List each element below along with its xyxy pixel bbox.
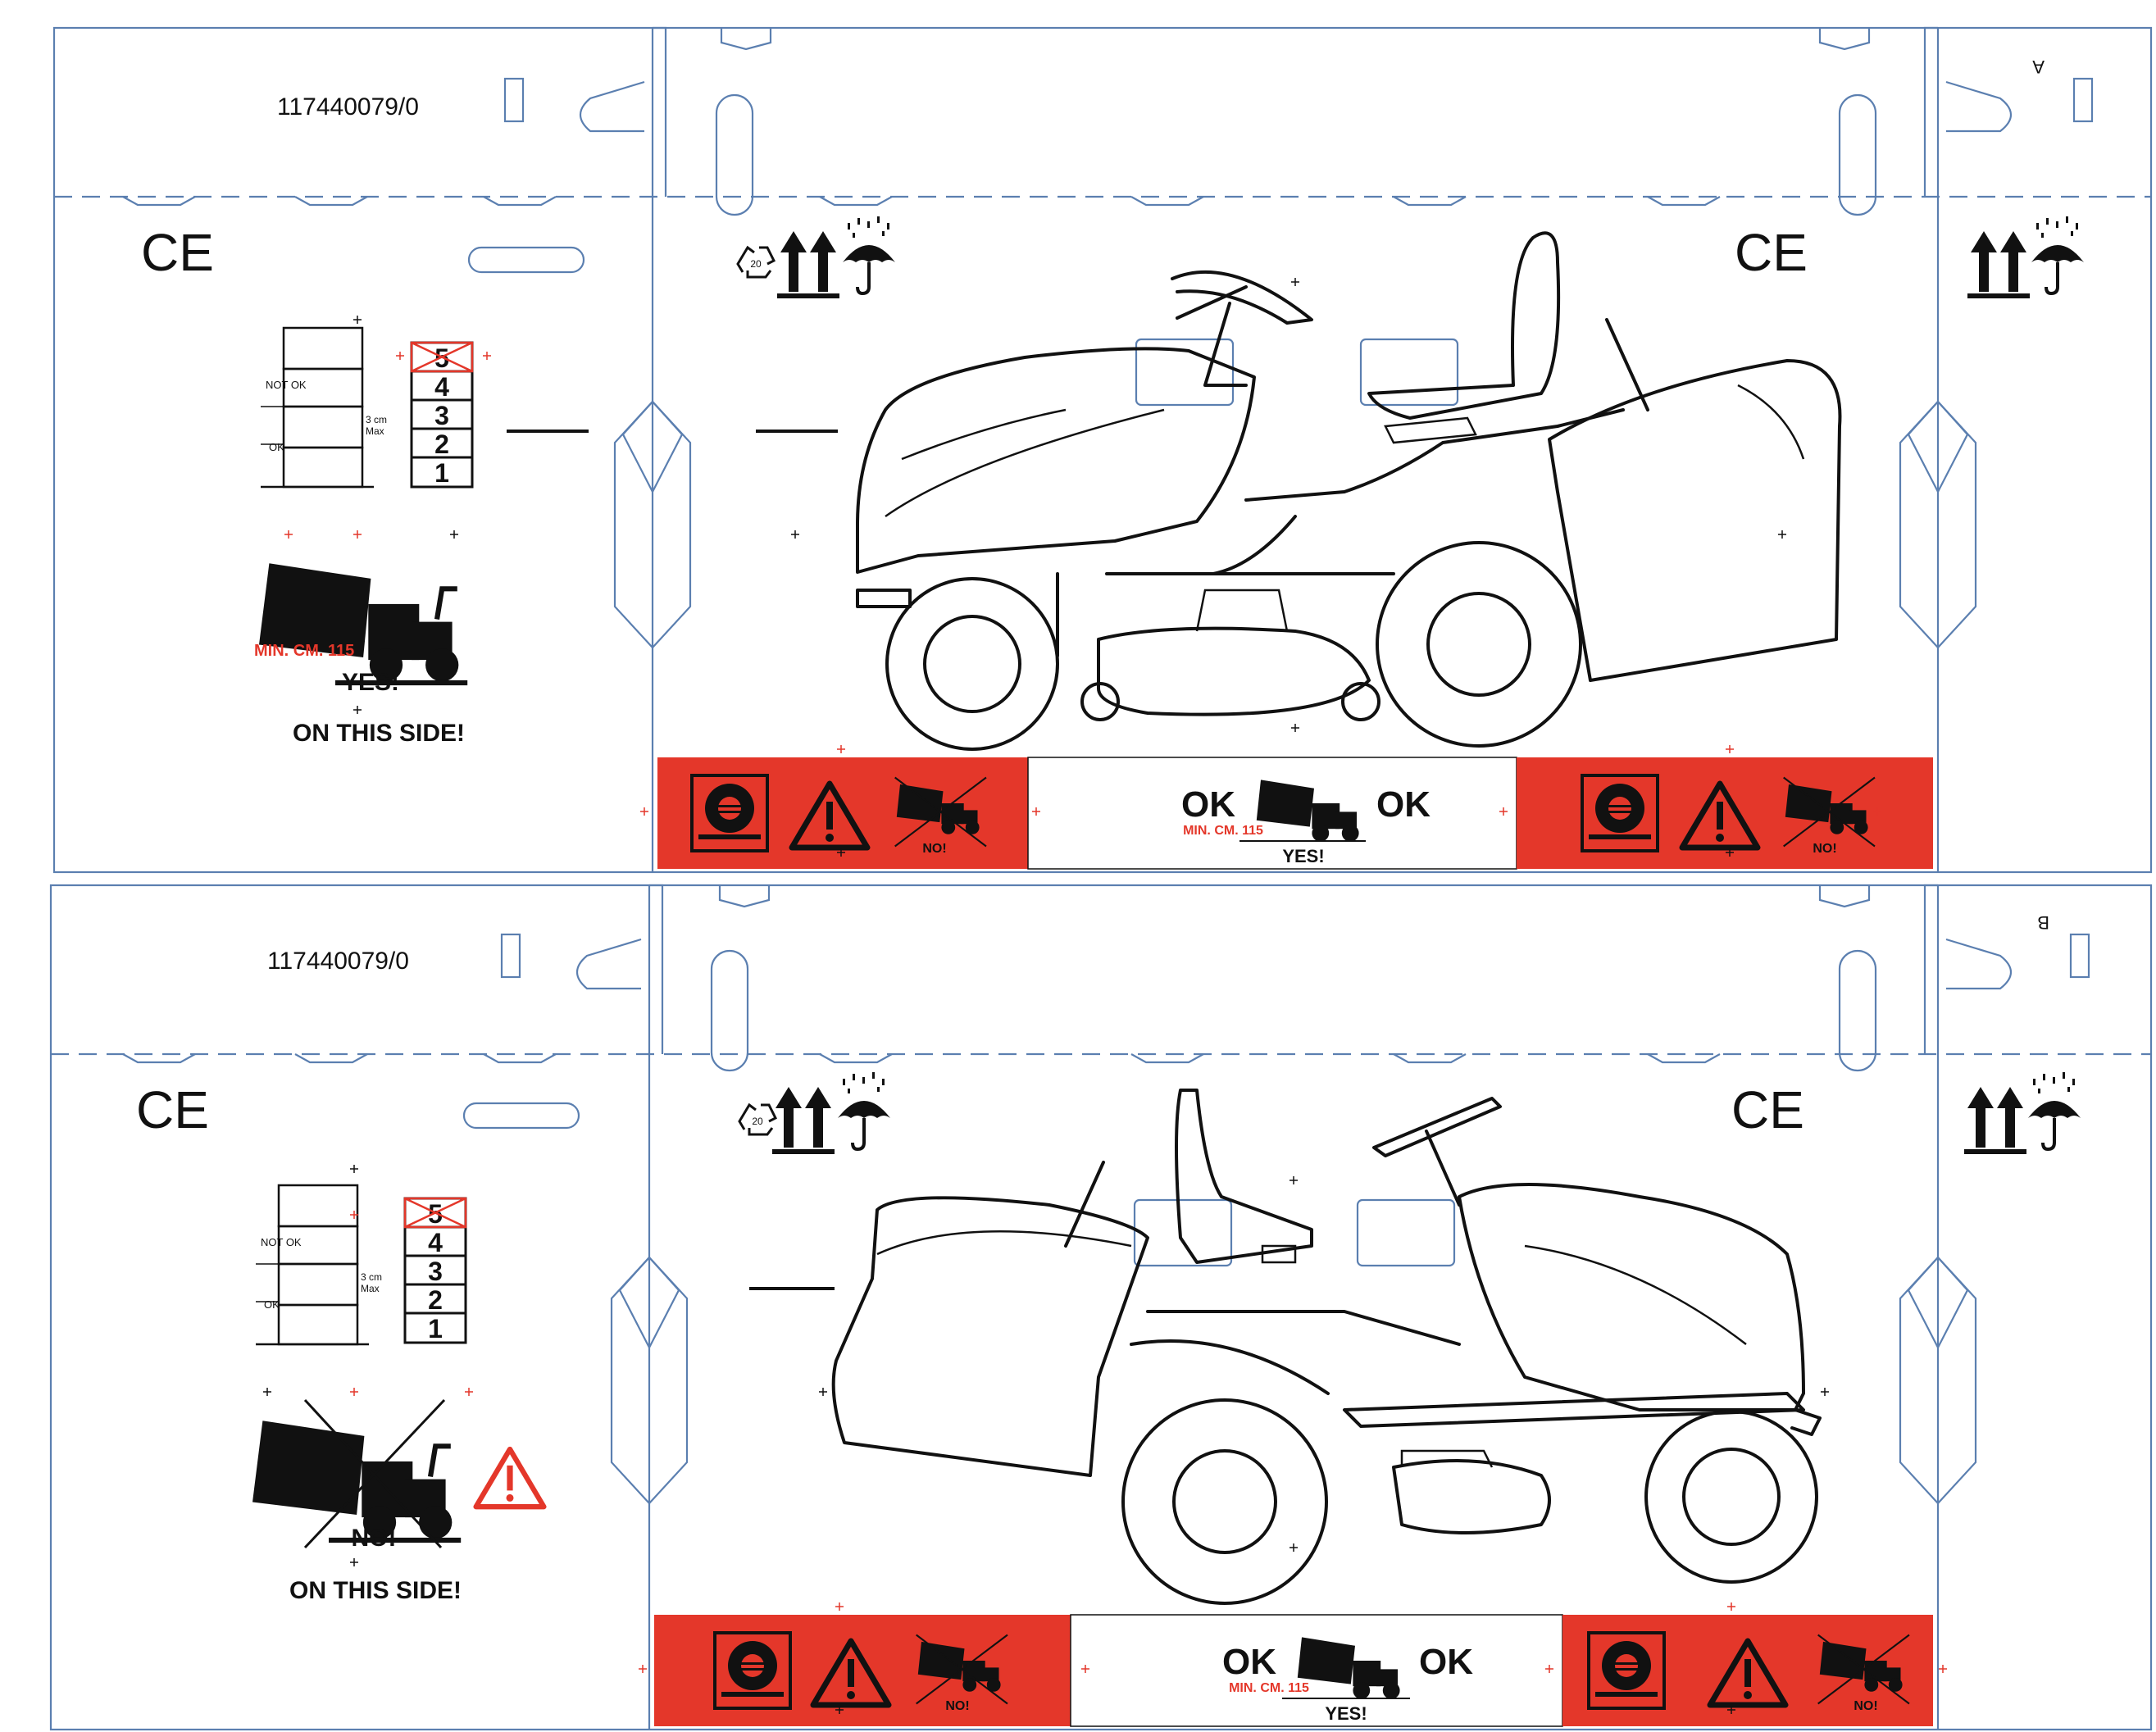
panel-letter: B — [2037, 912, 2049, 933]
ce-mark-icon: CE — [1731, 1080, 1804, 1139]
recycle-icon: 20 — [738, 1103, 777, 1136]
stacking-diagram: NOT OK OK 3 cm Max — [254, 1184, 382, 1346]
svg-text:OK: OK — [264, 1298, 280, 1311]
panel-b: 117440079/0 B CE CE NOT OK OK 3 cm Max 5… — [49, 884, 2153, 1731]
svg-text:NO!: NO! — [1854, 1699, 1877, 1713]
prohibited-cross — [303, 1398, 446, 1549]
keep-dry-icon — [2026, 1071, 2082, 1151]
svg-text:5: 5 — [428, 1199, 443, 1229]
svg-text:OK: OK — [1419, 1642, 1473, 1682]
svg-text:4: 4 — [428, 1228, 443, 1257]
lawn-tractor-illustration — [831, 1089, 1822, 1605]
forklift-icon — [259, 563, 467, 685]
panel-b-outline — [49, 884, 2153, 1731]
svg-text:1: 1 — [428, 1314, 443, 1343]
svg-text:2: 2 — [434, 430, 449, 459]
svg-text:3 cm: 3 cm — [361, 1271, 382, 1283]
svg-text:1: 1 — [434, 458, 449, 488]
svg-text:20: 20 — [750, 258, 762, 270]
panel-letter: A — [2032, 57, 2045, 77]
ce-mark-icon: CE — [141, 223, 214, 282]
svg-text:OK: OK — [1222, 1642, 1276, 1682]
svg-text:3 cm: 3 cm — [366, 414, 387, 425]
keep-dry-icon — [841, 215, 897, 295]
svg-text:YES!: YES! — [1325, 1703, 1367, 1724]
svg-text:NO!: NO! — [945, 1699, 969, 1713]
panel-a-outline — [52, 26, 2153, 874]
warning-triangle-icon — [473, 1446, 547, 1510]
svg-text:OK: OK — [1181, 784, 1235, 825]
forklift-icon — [1817, 1634, 1910, 1705]
svg-text:OK: OK — [269, 441, 284, 453]
forklift-icon — [894, 776, 987, 848]
forklift-verdict: YES! — [342, 669, 399, 696]
ce-mark-icon: CE — [136, 1080, 209, 1139]
svg-text:YES!: YES! — [1282, 846, 1324, 866]
this-way-up-icon — [1967, 231, 2030, 298]
svg-text:NO!: NO! — [922, 842, 946, 856]
panel-a: 117440079/0 A CE CE NOT OK OK 3 cm Max 5… — [52, 26, 2153, 874]
handling-warning-band: NO! OK OK MIN. CM. 115 YES! NO! — [654, 1614, 1933, 1727]
this-way-up-icon — [772, 1087, 835, 1154]
svg-text:3: 3 — [428, 1257, 443, 1286]
forklift-icon — [916, 1634, 1008, 1705]
keep-dry-icon — [836, 1071, 892, 1151]
part-number: 117440079/0 — [267, 948, 409, 975]
side-label: ON THIS SIDE! — [289, 1577, 462, 1604]
ce-mark-icon: CE — [1735, 223, 1808, 282]
svg-text:NOT OK: NOT OK — [261, 1236, 302, 1248]
lawn-tractor-illustration — [856, 231, 1842, 751]
forklift-verdict: NO! — [352, 1525, 397, 1552]
svg-text:20: 20 — [752, 1116, 763, 1127]
this-way-up-icon — [1964, 1087, 2026, 1154]
this-way-up-icon — [777, 231, 839, 298]
svg-text:OK: OK — [1376, 784, 1431, 825]
svg-text:MIN. CM. 115: MIN. CM. 115 — [1229, 1681, 1309, 1695]
stacking-diagram: NOT OK OK 3 cm Max — [259, 326, 387, 489]
min-height-label: MIN. CM. 115 — [254, 642, 354, 660]
stack-limit-table: 5 4 3 2 1 — [403, 1197, 467, 1344]
part-number: 117440079/0 — [277, 93, 419, 120]
svg-text:Max: Max — [361, 1283, 380, 1294]
svg-text:4: 4 — [434, 372, 449, 402]
svg-text:5: 5 — [434, 343, 449, 373]
keep-dry-icon — [2030, 215, 2085, 295]
svg-text:MIN. CM. 115: MIN. CM. 115 — [1183, 824, 1263, 838]
handling-warning-band: NO! OK OK MIN. CM. 115 YES! NO! — [657, 757, 1933, 870]
svg-text:NO!: NO! — [1813, 842, 1836, 856]
svg-text:3: 3 — [434, 401, 449, 430]
stack-limit-table: 5 4 3 2 1 — [410, 341, 474, 489]
svg-text:Max: Max — [366, 425, 384, 437]
recycle-icon: 20 — [736, 246, 776, 279]
svg-text:NOT OK: NOT OK — [266, 379, 307, 391]
side-label: ON THIS SIDE! — [293, 720, 465, 747]
forklift-icon — [1783, 776, 1876, 848]
svg-text:2: 2 — [428, 1285, 443, 1315]
